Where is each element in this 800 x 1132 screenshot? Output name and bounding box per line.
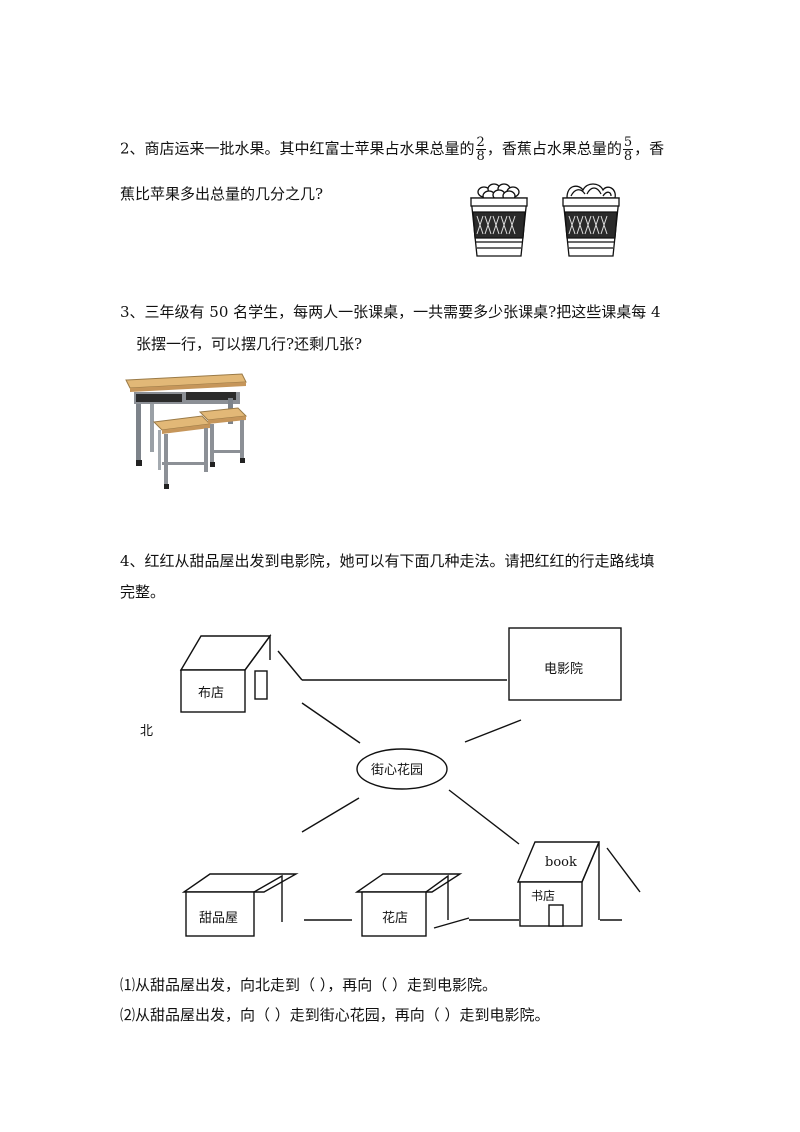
fraction-numerator: 2 <box>475 135 486 150</box>
fruit-baskets-image <box>470 183 620 257</box>
stool-right-icon <box>198 407 248 467</box>
cloth-shop-building <box>179 633 272 713</box>
desk-and-stools-image <box>125 373 248 489</box>
north-label: 北 <box>140 724 153 739</box>
q4-blank-1: ⑴从甜品屋出发，向北走到（ ），再向（ ）走到电影院。 <box>120 976 498 994</box>
bookstore-label: 书店 <box>531 889 555 903</box>
garden-label: 街心花园 <box>371 762 423 778</box>
cinema-building <box>508 627 622 701</box>
banana-basket-icon <box>562 183 620 257</box>
bookstore-building <box>516 841 601 927</box>
fraction-numerator: 5 <box>622 135 634 150</box>
q4-line1: 4、红红从甜品屋出发到电影院，她可以有下面几种走法。请把红红的行走路线填 <box>120 552 655 570</box>
cloth-shop-label: 布店 <box>198 686 224 701</box>
q3-line2: 张摆一行，可以摆几行?还剩几张? <box>136 335 363 353</box>
q2-line2: 蕉比苹果多出总量的几分之几? <box>120 185 324 203</box>
route-lines <box>277 650 641 929</box>
book-sign-label: book <box>545 855 577 870</box>
stool-left-icon <box>152 415 212 489</box>
apple-basket-icon <box>470 183 528 257</box>
cinema-label: 电影院 <box>544 662 583 677</box>
q3-line1: 3、三年级有 50 名学生，每两人一张课桌，一共需要多少张课桌?把这些课桌每 4 <box>120 303 661 321</box>
garden-ellipse <box>356 748 448 790</box>
fraction-denominator: 8 <box>476 149 485 164</box>
desk-icon <box>125 373 247 466</box>
flower-shop-label: 花店 <box>382 910 408 926</box>
q4-blank-2: ⑵从甜品屋出发，向（ ）走到街心花园，再向（ ）走到电影院。 <box>120 1006 550 1024</box>
flower-shop-building <box>354 873 463 937</box>
q2-text-part1: 2、商店运来一批水果。其中红富士苹果占水果总量的 <box>120 139 475 158</box>
q2-text-part2: ，香蕉占水果总量的 <box>486 139 622 158</box>
fraction-denominator: 8 <box>623 149 633 164</box>
q2-text-part3: ，香 <box>634 139 665 158</box>
q4-line2: 完整。 <box>120 583 166 601</box>
dessert-house-building <box>181 873 299 937</box>
dessert-house-label: 甜品屋 <box>199 910 238 926</box>
